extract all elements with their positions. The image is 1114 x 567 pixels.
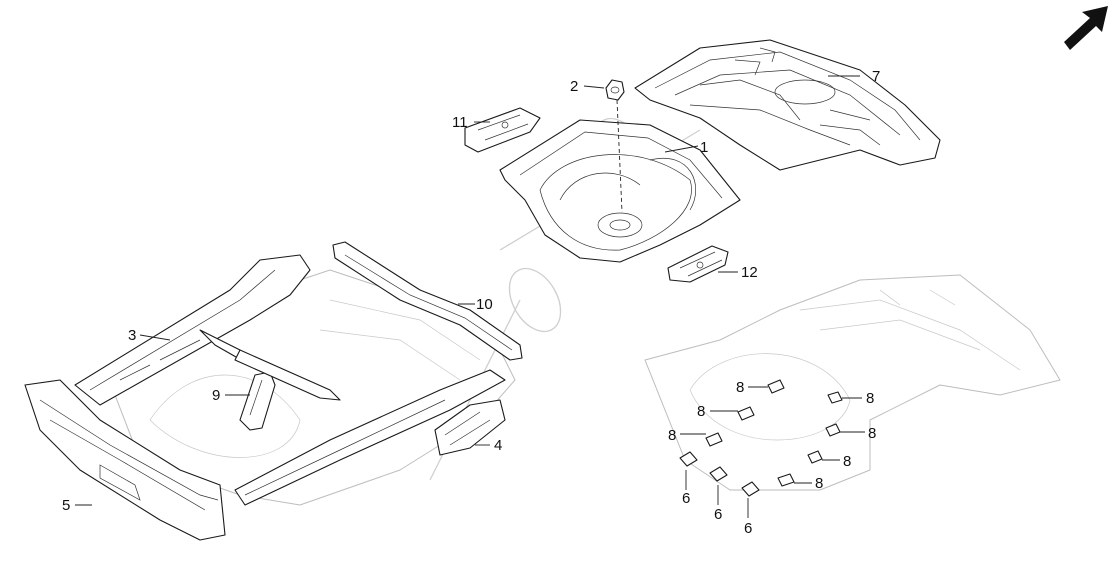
part-9-support [239,371,276,431]
front-direction-arrow-icon [1064,6,1108,50]
part-3-side-member [74,254,311,406]
part-12-reinforcement [667,245,729,283]
callout-8d: 8 [866,390,874,407]
rear-floor-ghost-right [644,274,1061,491]
callout-1: 1 [700,139,708,156]
clip-6-group [679,451,760,497]
clip-8-group [705,379,843,487]
callout-6a: 6 [682,490,690,507]
callout-9: 9 [212,387,220,404]
callout-labels: 1 2 3 4 5 6 6 6 7 8 8 8 8 8 8 8 9 10 11 … [62,68,880,537]
callout-8a: 8 [736,379,744,396]
callout-8g: 8 [815,475,823,492]
callout-11: 11 [452,114,468,131]
part-2-bracket [605,79,625,101]
part-4-bracket [434,399,506,456]
part-7-rear-floor-complete [634,39,941,171]
callout-8c: 8 [668,427,676,444]
callout-8f: 8 [843,453,851,470]
callout-6b: 6 [714,506,722,523]
lower-side-member [234,349,506,506]
callout-8e: 8 [868,425,876,442]
part-11-reinforcement [464,107,541,153]
callout-6c: 6 [744,520,752,537]
callout-4: 4 [494,437,502,454]
callout-10: 10 [476,296,493,313]
callout-2: 2 [570,78,578,95]
callout-12: 12 [741,264,758,281]
part-10-cross-member [332,241,523,361]
callout-8b: 8 [697,403,705,420]
callout-3: 3 [128,327,136,344]
callout-5: 5 [62,497,70,514]
callout-7: 7 [872,68,880,85]
part-5-back-panel [24,379,226,541]
leader-lines [75,75,865,518]
part-1-spare-tire-well [499,119,741,263]
